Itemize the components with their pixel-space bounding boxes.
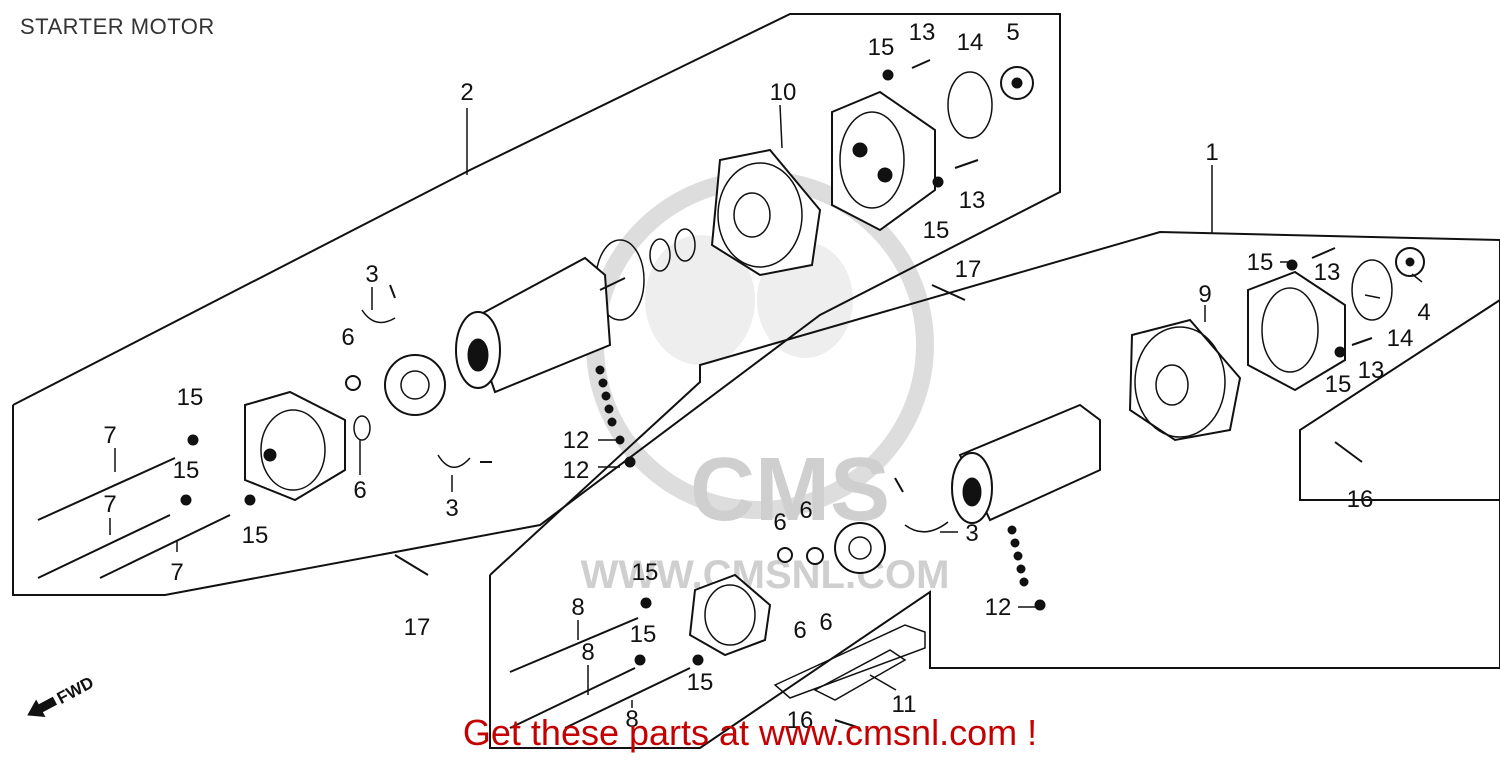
callout-label: 15 (1325, 371, 1352, 398)
front-cover-1-part (1128, 318, 1242, 442)
callout-label: 6 (819, 609, 832, 636)
callout-label: 15 (173, 457, 200, 484)
callout-label: 10 (770, 79, 797, 106)
callout-label: 15 (923, 217, 950, 244)
assembly-1-callouts: 1 15 13 4 9 14 13 15 16 3 6 6 6 6 12 15 … (571, 139, 1430, 734)
callout-label: 12 (563, 457, 590, 484)
callout-label: 6 (799, 497, 812, 524)
callout-label: 15 (632, 559, 659, 586)
front-cover-part (710, 148, 822, 277)
callout-label: 4 (1417, 299, 1430, 326)
callout-label: 7 (170, 559, 183, 586)
callout-label: 15 (630, 621, 657, 648)
callout-label: 15 (687, 669, 714, 696)
gear-housing-1-part (1247, 270, 1346, 392)
page-title: STARTER MOTOR (20, 14, 215, 39)
callout-label: 13 (1358, 357, 1385, 384)
callout-label: 8 (581, 639, 594, 666)
callout-label: 15 (1247, 249, 1274, 276)
assembly-2-parts (37, 59, 1034, 579)
spring-1-part (1007, 525, 1046, 611)
rear-cover-part (244, 390, 346, 502)
callout-label: 12 (985, 594, 1012, 621)
callout-label: 7 (103, 491, 116, 518)
callout-label: 11 (892, 691, 917, 718)
callout-label: 17 (404, 614, 431, 641)
assembly-2-callouts: 2 10 15 13 14 5 13 15 3 6 6 3 15 15 15 7… (103, 19, 1019, 641)
callout-label: 17 (955, 256, 982, 283)
leader-lines (109, 104, 1423, 708)
o-ring-part (947, 71, 993, 139)
watermark-url: WWW.CMSNL.COM (581, 553, 950, 597)
callout-label: 8 (625, 706, 638, 733)
callout-label: 16 (1347, 486, 1374, 513)
gear-housing-part (831, 90, 936, 232)
callout-label: 6 (793, 617, 806, 644)
callout-label: 6 (341, 324, 354, 351)
callout-label: 13 (909, 19, 936, 46)
callout-label: 6 (353, 477, 366, 504)
callout-label: 14 (957, 29, 984, 56)
callout-label: 15 (242, 522, 269, 549)
callout-label: 3 (965, 520, 978, 547)
callout-label: 12 (563, 427, 590, 454)
callout-label: 15 (177, 384, 204, 411)
callout-label: 3 (445, 495, 458, 522)
callout-label: 7 (103, 422, 116, 449)
callout-label: 8 (571, 594, 584, 621)
brush-holder-part (384, 354, 446, 416)
assembly-1-outline (489, 230, 1500, 749)
callout-label: 16 (787, 707, 814, 734)
callout-label: 6 (773, 509, 786, 536)
parts-footer-banner: Get these parts at www.cmsnl.com ! (462, 712, 1038, 753)
callout-label: 15 (868, 34, 895, 61)
callout-label: 13 (959, 187, 986, 214)
callout-label: 5 (1006, 19, 1019, 46)
callout-label: 2 (460, 79, 473, 106)
assembly-2-outline (12, 13, 1061, 596)
callout-label: 9 (1198, 281, 1211, 308)
callout-label: 13 (1314, 259, 1341, 286)
spring-part (595, 365, 636, 468)
callout-label: 1 (1205, 139, 1218, 166)
assembly-1-parts (509, 247, 1425, 729)
callout-label: 3 (365, 261, 378, 288)
cms-watermark: CMS WWW.CMSNL.COM (581, 171, 950, 597)
callout-label: 14 (1387, 325, 1414, 352)
fwd-label: FWD (54, 673, 97, 708)
